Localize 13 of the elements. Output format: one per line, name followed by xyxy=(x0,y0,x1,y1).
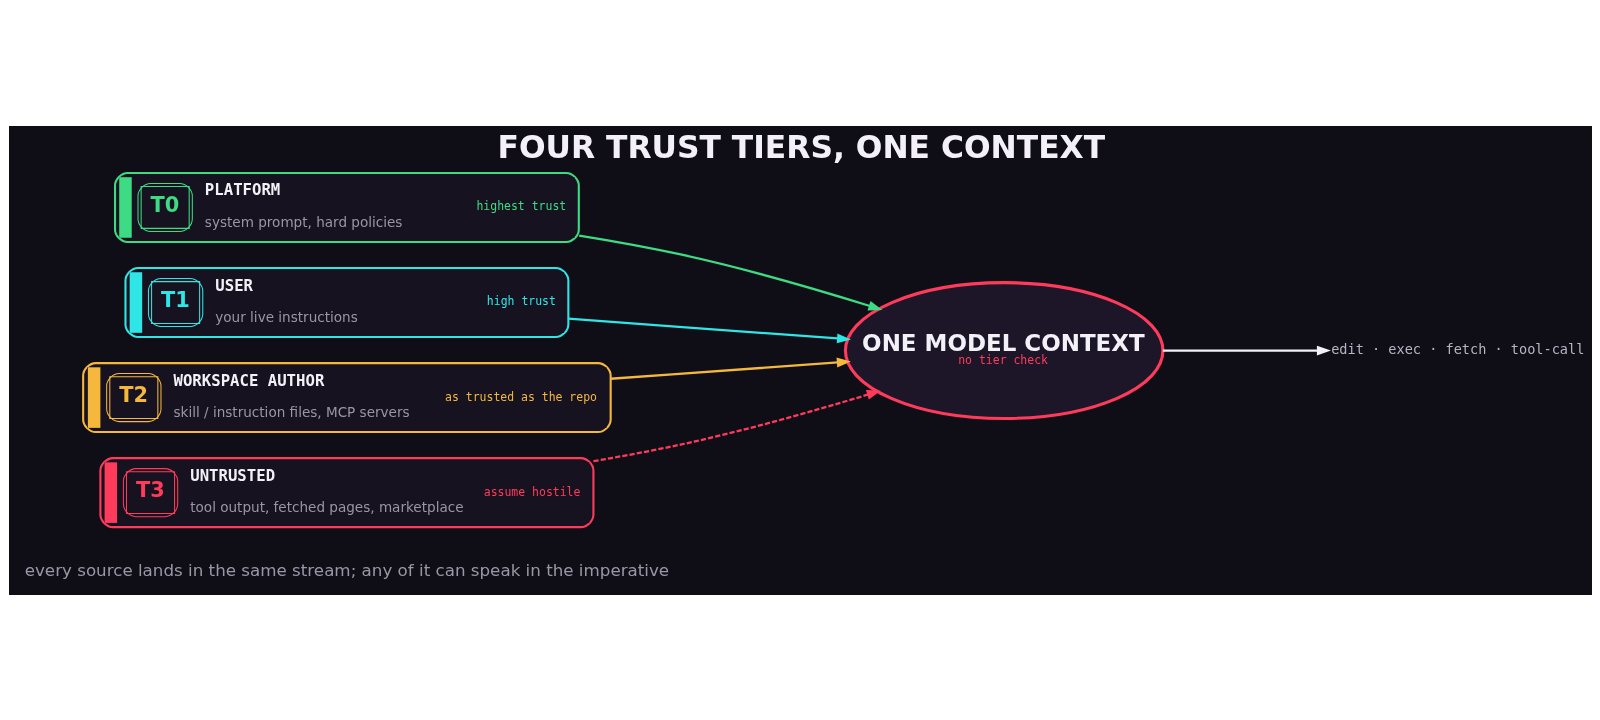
arrow xyxy=(592,389,881,462)
node-box: T3 UNTRUSTED assume hostile tool output, fetched pages, marketplace xyxy=(98,456,594,528)
arrow xyxy=(1162,345,1331,355)
node-box: T1 USER high trust your live instructions xyxy=(123,266,569,338)
arrow xyxy=(610,357,851,380)
arrow xyxy=(578,233,882,310)
node-box: T0 PLATFORM highest trust system prompt, hard policies xyxy=(113,171,580,243)
node-box: T2 WORKSPACE AUTHOR as trusted as the repo skill / instruction files, MCP servers xyxy=(81,361,612,433)
diagram-title: FOUR TRUST TIERS, ONE CONTEXT xyxy=(497,128,1105,165)
node-ellipse: ONE MODEL CONTEXT no tier check xyxy=(843,280,1164,420)
label: every source lands in the same stream; any of it can speak in the imperative xyxy=(24,559,669,580)
node-text: edit · exec · fetch · tool-call xyxy=(1330,340,1584,357)
arrow xyxy=(567,317,851,343)
